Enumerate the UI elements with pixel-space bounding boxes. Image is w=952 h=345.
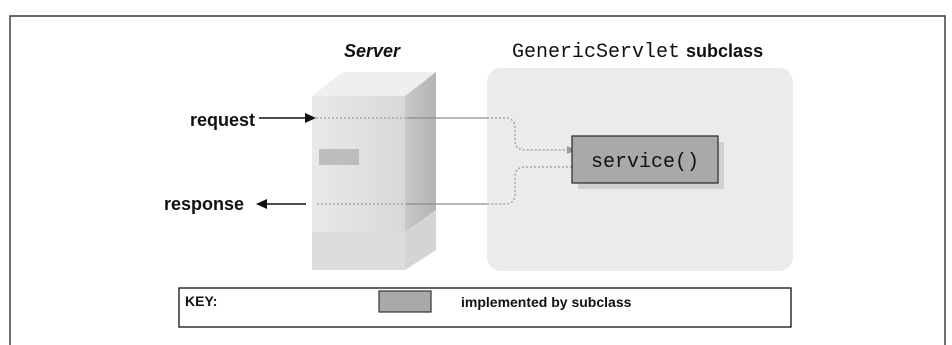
service-method-label: service() [591,151,699,174]
key-legend: KEY: implemented by subclass [178,287,792,328]
server-label: Server [344,41,401,61]
service-method-box: service() [571,135,724,189]
figure-border [9,15,946,345]
subclass-word: subclass [686,41,763,61]
request-arrow [259,113,316,123]
server-icon [312,72,436,270]
key-description: implemented by subclass [461,294,632,310]
response-arrow [256,199,306,209]
key-title: KEY: [185,293,217,309]
subclass-heading: GenericServlet subclass [512,41,763,64]
subclass-code: GenericServlet [512,41,680,64]
connection-lines [316,117,576,205]
request-label: request [190,110,255,130]
key-swatch [378,290,432,313]
response-label: response [164,194,244,214]
